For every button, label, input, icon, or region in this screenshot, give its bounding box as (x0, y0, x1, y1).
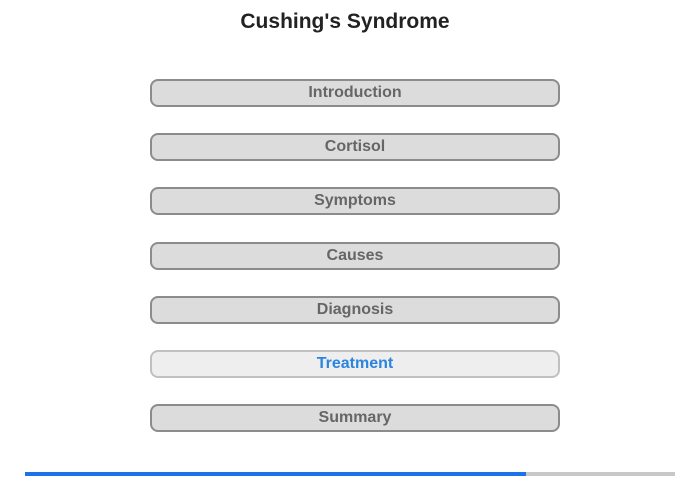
progress-bar (25, 472, 675, 476)
menu-item-summary[interactable]: Summary (150, 404, 560, 433)
progress-bar-fill (25, 472, 526, 476)
menu-item-diagnosis[interactable]: Diagnosis (150, 295, 560, 324)
menu-item-causes[interactable]: Causes (150, 241, 560, 270)
menu-item-introduction[interactable]: Introduction (150, 79, 560, 107)
menu-item-symptoms[interactable]: Symptoms (150, 187, 560, 216)
menu-item-treatment[interactable]: Treatment (150, 349, 560, 378)
menu-item-cortisol[interactable]: Cortisol (150, 133, 560, 162)
topic-menu: Introduction Cortisol Symptoms Causes Di… (150, 79, 560, 458)
page-title: Cushing's Syndrome (240, 10, 450, 33)
